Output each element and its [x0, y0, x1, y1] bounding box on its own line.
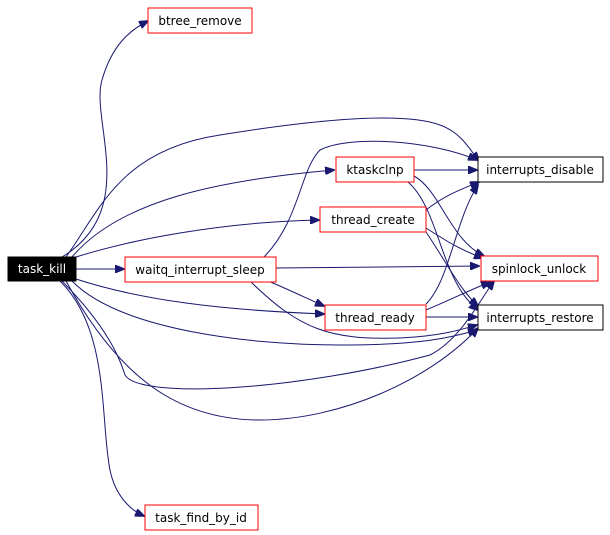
- node-thread-ready-label: thread_ready: [335, 311, 414, 325]
- node-interrupts-disable-label: interrupts_disable: [486, 163, 594, 177]
- edge-task_kill-thread_create: [75, 220, 319, 258]
- node-waitq-interrupt-sleep[interactable]: waitq_interrupt_sleep: [124, 256, 277, 283]
- edge-task_kill-task_find_by_id: [59, 280, 144, 516]
- node-task-kill-label: task_kill: [18, 262, 66, 276]
- node-thread-ready[interactable]: thread_ready: [324, 304, 427, 331]
- node-waitq-interrupt-sleep-label: waitq_interrupt_sleep: [135, 263, 264, 277]
- edge-thread_create-spinlock_unlock: [425, 227, 483, 258]
- edge-task_kill-spinlock_unlock: [61, 281, 494, 390]
- edge-task_kill-interrupts_disable: [65, 117, 479, 258]
- edges: [59, 21, 494, 516]
- edge-waitq-interrupts_restore: [249, 280, 477, 339]
- edge-thread_create-interrupts_restore: [425, 231, 478, 306]
- edge-waitq-spinlock_unlock: [275, 266, 479, 268]
- edge-task_kill-interrupts_restore-low: [65, 280, 478, 421]
- node-thread-create[interactable]: thread_create: [319, 206, 427, 233]
- node-ktaskclnp-label: ktaskclnp: [346, 163, 403, 177]
- edge-task_kill-ktaskclnp: [71, 170, 334, 258]
- edge-waitq-interrupts_disable: [263, 140, 477, 258]
- nodes: task_kill btree_remove ktaskclnp thread_…: [7, 7, 604, 531]
- edge-ktaskclnp-interrupts_restore: [407, 181, 478, 310]
- node-interrupts-restore[interactable]: interrupts_restore: [477, 304, 604, 331]
- edge-task_kill-btree_remove: [61, 21, 148, 258]
- node-spinlock-unlock[interactable]: spinlock_unlock: [480, 255, 599, 282]
- edge-ktaskclnp-spinlock_unlock: [413, 175, 484, 256]
- edge-thread_ready-interrupts_disable: [425, 185, 478, 305]
- node-task-find-by-id[interactable]: task_find_by_id: [144, 504, 259, 531]
- node-btree-remove[interactable]: btree_remove: [147, 7, 253, 34]
- node-ktaskclnp[interactable]: ktaskclnp: [335, 156, 415, 183]
- node-spinlock-unlock-label: spinlock_unlock: [492, 262, 587, 276]
- node-interrupts-restore-label: interrupts_restore: [486, 311, 593, 325]
- node-btree-remove-label: btree_remove: [158, 14, 241, 28]
- node-interrupts-disable[interactable]: interrupts_disable: [477, 156, 604, 183]
- edge-task_kill-interrupts_restore-mid: [71, 280, 477, 346]
- edge-waitq-thread_ready: [267, 280, 324, 306]
- node-task-kill[interactable]: task_kill: [7, 256, 77, 282]
- node-thread-create-label: thread_create: [331, 213, 414, 227]
- edge-thread_ready-spinlock_unlock: [425, 282, 490, 311]
- node-task-find-by-id-label: task_find_by_id: [155, 511, 247, 525]
